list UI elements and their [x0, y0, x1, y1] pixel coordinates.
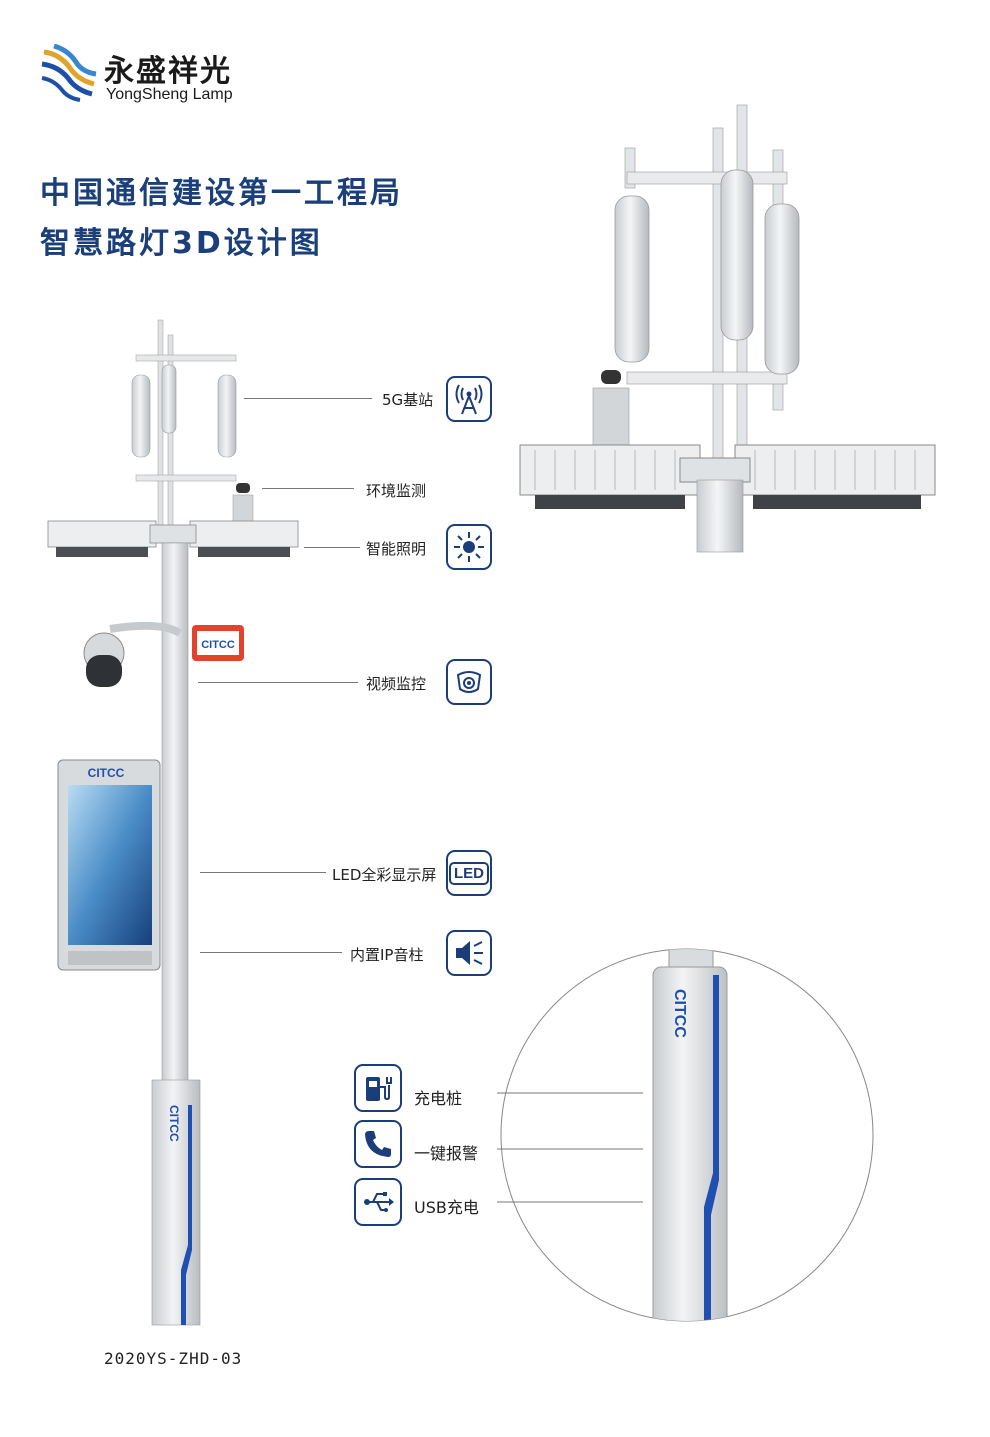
page-title-line1: 中国通信建设第一工程局 [40, 176, 403, 211]
feature-label-led: LED全彩显示屏 [332, 866, 437, 884]
detail-brand-text: CITCC [671, 989, 688, 1038]
sun-light-icon [446, 524, 492, 570]
model-code: 2020YS-ZHD-03 [104, 1349, 243, 1368]
callout-line [198, 682, 358, 683]
feature-label-camera: 视频监控 [366, 675, 427, 693]
feature-label-speaker: 内置IP音柱 [350, 946, 424, 964]
smart-pole-illustration: CITCC CITCC CITCC [47, 319, 299, 1326]
brand-logo-icon [41, 44, 97, 102]
charging-station-icon [354, 1064, 402, 1112]
speaker-icon [446, 930, 492, 976]
sign-brand-text: CITCC [201, 639, 235, 651]
lamp-head-detail-illustration [519, 104, 936, 553]
feature-label-5g: 5G基站 [382, 391, 434, 409]
base-feature-label-charging: 充电桩 [414, 1089, 463, 1108]
callout-line [200, 872, 326, 873]
base-feature-label-alarm: 一键报警 [414, 1144, 479, 1163]
callout-line [244, 398, 372, 399]
usb-icon [354, 1178, 402, 1226]
camera-icon [446, 659, 492, 705]
base-detail-circle-illustration: CITCC [497, 948, 874, 1322]
brand-name-en: YongSheng Lamp [106, 86, 233, 103]
base-brand-text: CITCC [167, 1105, 181, 1142]
page-title-line2: 智慧路灯3D设计图 [40, 226, 323, 261]
callout-line [262, 488, 354, 489]
base-feature-label-usb: USB充电 [414, 1198, 479, 1217]
led-icon: LED [446, 850, 492, 896]
feature-label-env: 环境监测 [366, 482, 427, 500]
callout-line [200, 952, 342, 953]
led-icon-text: LED [449, 861, 489, 885]
5g-antenna-icon [446, 376, 492, 422]
phone-icon [354, 1120, 402, 1168]
brand-name-cn: 永盛祥光 [104, 54, 232, 89]
callout-line [304, 547, 360, 548]
screen-brand-text: CITCC [88, 766, 125, 780]
feature-label-lighting: 智能照明 [366, 540, 427, 558]
